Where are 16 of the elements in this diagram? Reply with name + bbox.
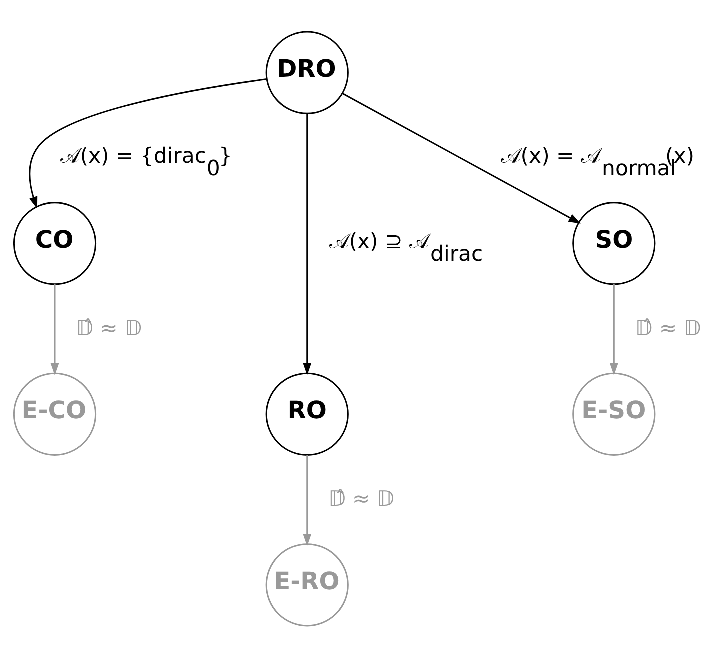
node-circle: RO xyxy=(266,372,349,456)
node-circle: E-SO xyxy=(572,372,656,456)
node-circle: SO xyxy=(572,202,656,285)
node-circle: E-CO xyxy=(13,372,97,456)
node-circle: DRO xyxy=(266,30,349,114)
edge-label: 𝔻̂ ≈ 𝔻 xyxy=(328,486,394,511)
edge-label: 𝔻̂ ≈ 𝔻 xyxy=(635,314,702,340)
node-circle: E-RO xyxy=(266,543,349,626)
edge-label: 𝔻̂ ≈ 𝔻 xyxy=(76,314,142,340)
arrow xyxy=(303,113,312,375)
node-circle: CO xyxy=(13,202,97,285)
arrow xyxy=(342,92,581,224)
arrow xyxy=(50,284,60,375)
arrow xyxy=(610,284,618,375)
arrow xyxy=(303,454,312,546)
arrow xyxy=(29,78,268,208)
